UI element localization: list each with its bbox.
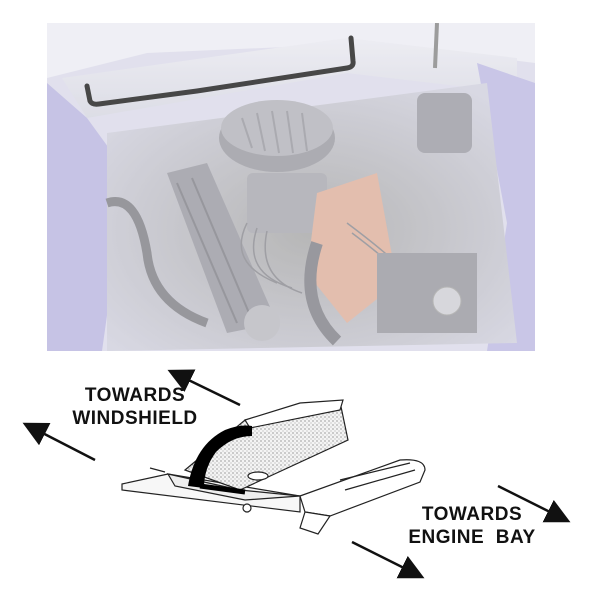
engine-block-right [307,173,397,323]
label-windshield-line2: WINDSHIELD [72,408,198,429]
label-windshield-line1: TOWARDS [84,385,186,406]
rubber-seal [188,425,252,488]
seal-base [199,483,246,495]
arrow-engine-upper [497,484,571,523]
label-towards-windshield: TOWARDS WINDSHIELD [62,384,208,430]
label-engine-line1: TOWARDS [421,504,523,525]
engine-bay-photo [47,23,535,351]
radiator-hose [105,197,209,328]
windshield-area [47,23,535,78]
alternator [244,305,280,341]
upper-hose [304,241,342,346]
battery-area [377,253,477,333]
label-towards-engine-bay: TOWARDS ENGINE BAY [398,503,546,549]
brake-booster [417,93,472,153]
cowl-bracket [121,399,426,535]
arrow-engine-lower [351,540,425,579]
label-engine-line2: ENGINE BAY [408,527,536,548]
arrow-windshield-lower [22,422,96,462]
intake-manifold [247,173,327,233]
seal-diagram [22,369,571,579]
cowl-seal-outline [84,35,356,107]
radiator-cap [432,286,462,316]
arrow-windshield-upper [167,369,241,407]
